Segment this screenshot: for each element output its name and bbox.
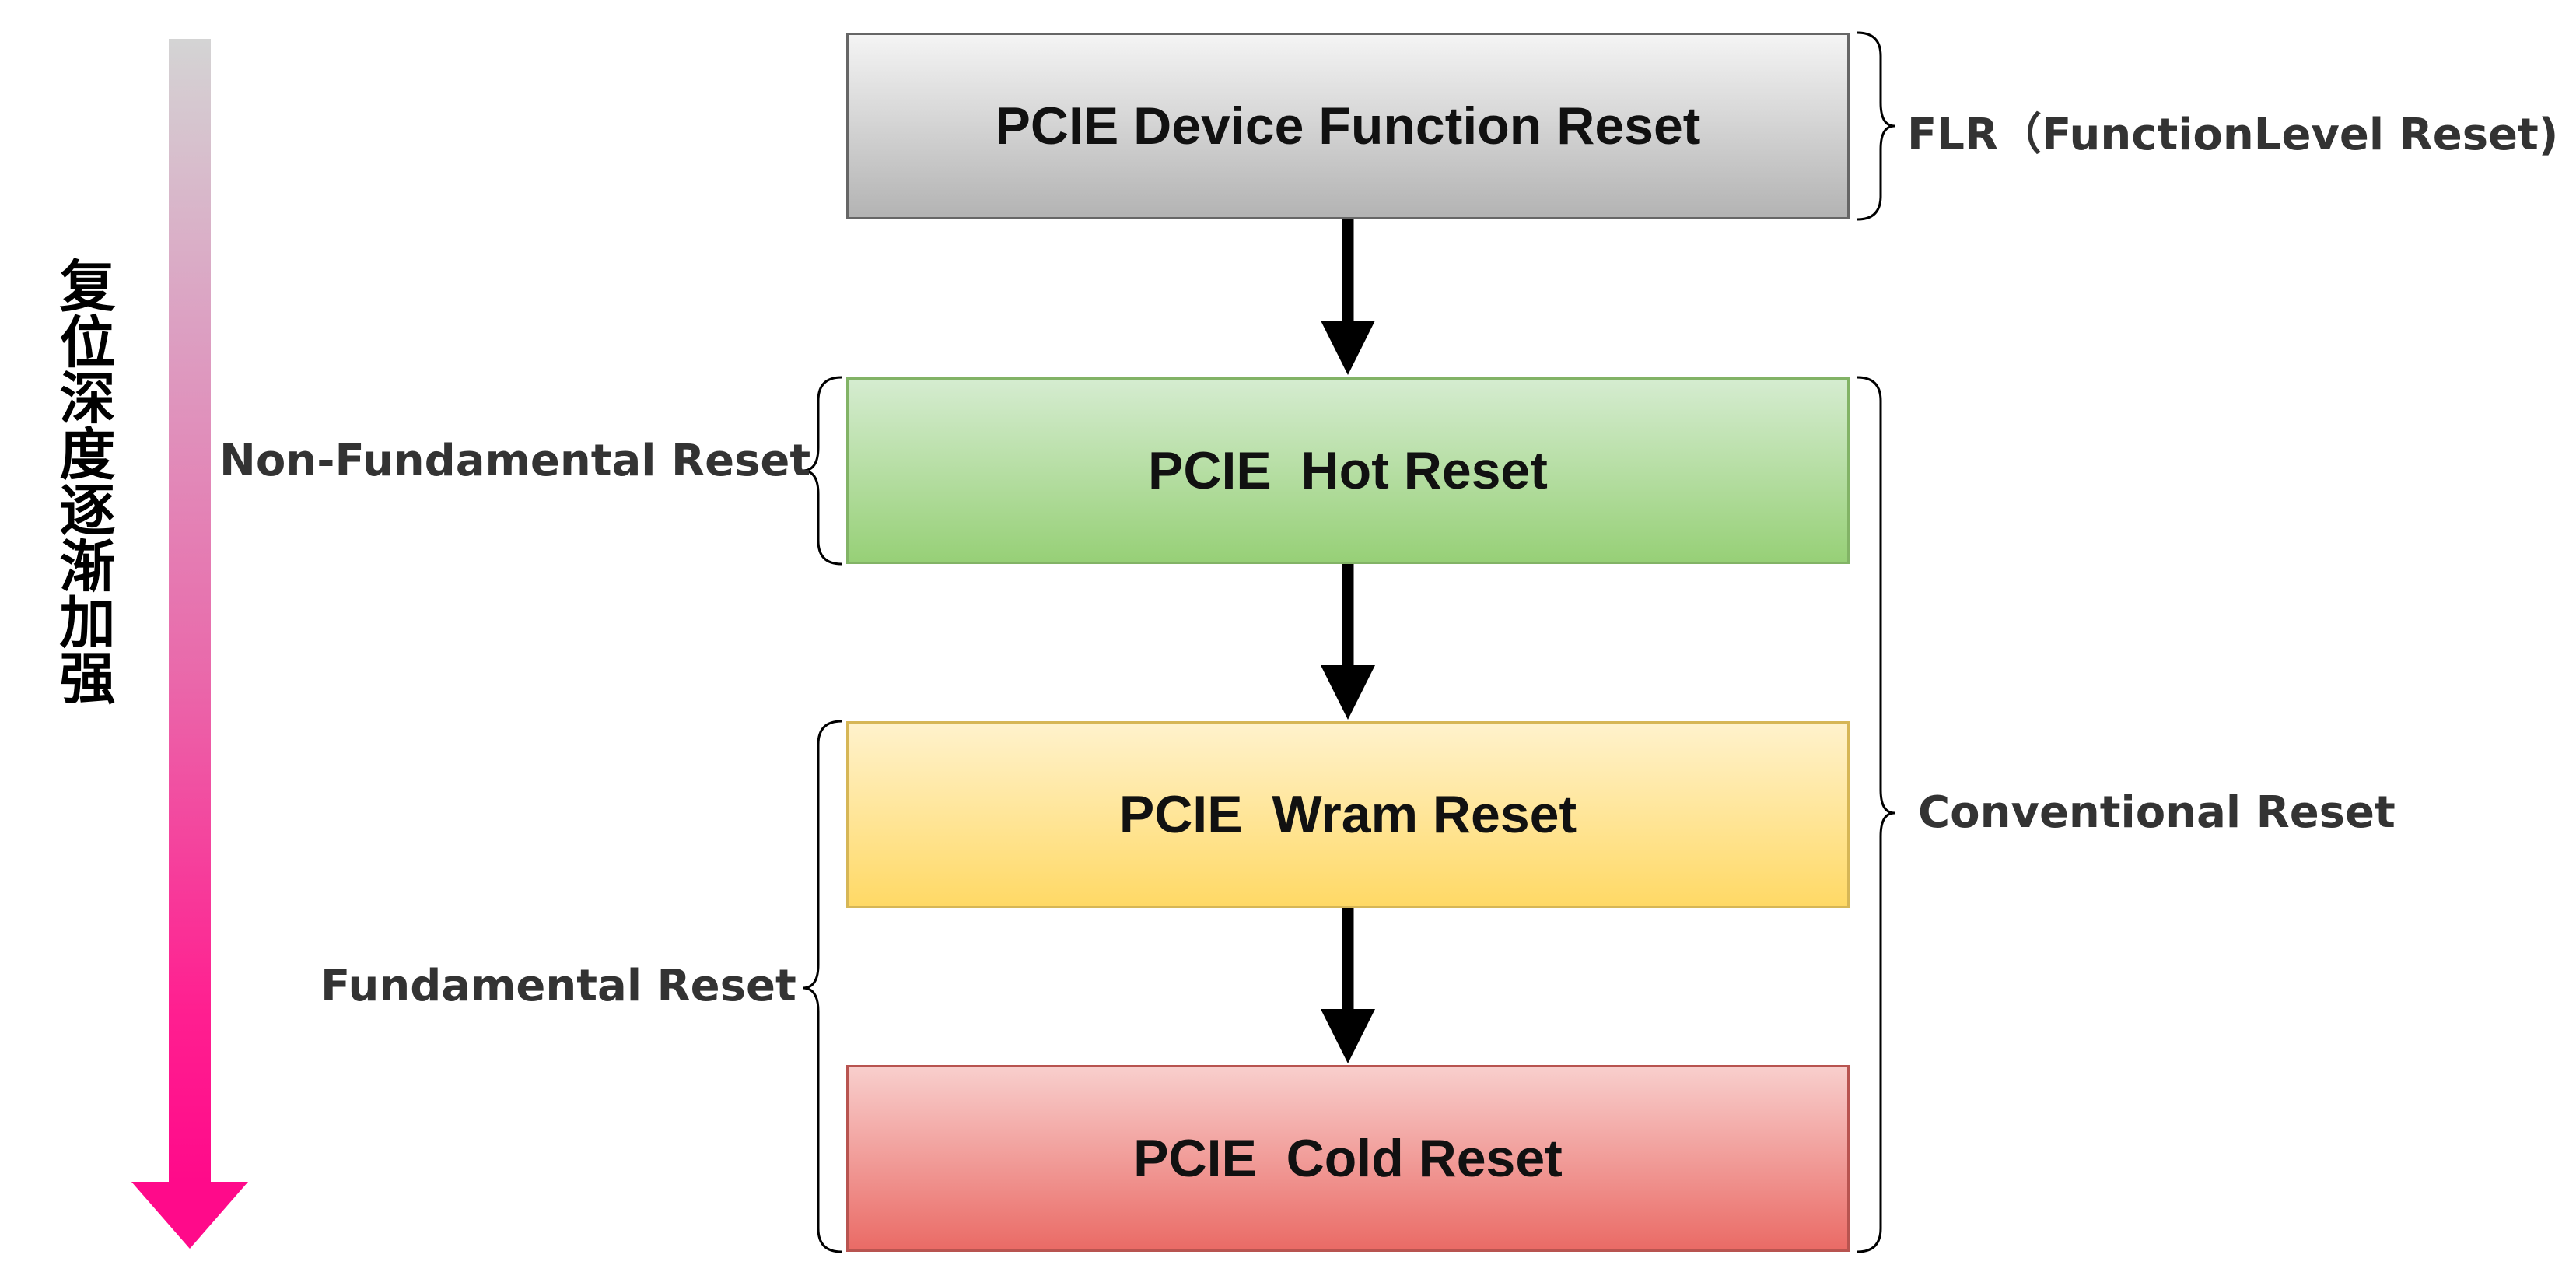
box-warm-reset: PCIE Wram Reset bbox=[846, 721, 1850, 908]
reset-depth-arrow-head bbox=[131, 1182, 248, 1249]
label-conventional: Conventional Reset bbox=[1918, 787, 2396, 838]
brace-flr bbox=[1857, 31, 1895, 221]
box-cold-reset: PCIE Cold Reset bbox=[846, 1065, 1850, 1252]
brace-conventional bbox=[1857, 376, 1895, 1253]
arrow-warm-to-cold bbox=[1321, 908, 1375, 1063]
brace-non-fundamental bbox=[802, 376, 842, 566]
arrow-flr-to-hot bbox=[1321, 219, 1375, 375]
arrow-hot-to-warm bbox=[1321, 564, 1375, 720]
reset-depth-label: 复位深度逐渐加强 bbox=[50, 257, 115, 705]
label-fundamental: Fundamental Reset bbox=[320, 961, 796, 1011]
label-non-fundamental: Non-Fundamental Reset bbox=[219, 436, 811, 486]
box-hot-reset: PCIE Hot Reset bbox=[846, 377, 1850, 564]
box-function-reset: PCIE Device Function Reset bbox=[846, 33, 1850, 219]
label-flr: FLR（FunctionLevel Reset) bbox=[1907, 110, 2559, 160]
brace-fundamental bbox=[802, 720, 842, 1253]
reset-depth-arrow-shaft bbox=[169, 39, 211, 1183]
